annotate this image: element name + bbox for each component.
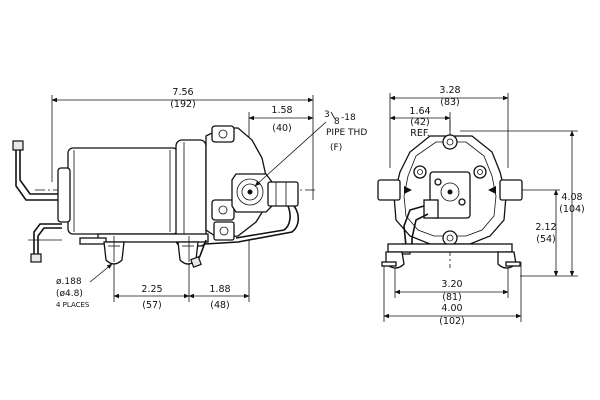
mount-to-port-value: 1.88 <box>209 284 230 295</box>
mount-to-port-mm: (48) <box>210 300 230 311</box>
center-offset-value: 1.64 <box>409 106 430 117</box>
port-offset-mm: (40) <box>272 123 292 134</box>
mount-width-mm: (81) <box>442 292 462 303</box>
center-offset-ref: REF. <box>410 128 430 139</box>
thread-type: (F) <box>330 143 342 153</box>
port-height-value: 2.12 <box>535 222 556 233</box>
center-offset-mm: (42) <box>410 117 430 128</box>
base-width-value: 4.00 <box>441 303 462 314</box>
width-mm: (83) <box>440 97 460 108</box>
mount-width-value: 3.20 <box>441 279 462 290</box>
overall-length-mm: (192) <box>170 99 196 110</box>
mount-spacing-value: 2.25 <box>141 284 162 295</box>
thread-pitch: -18 <box>341 113 356 123</box>
height-value: 4.08 <box>561 192 582 203</box>
thread-fraction-denominator: 8 <box>334 117 340 127</box>
thread-fraction-numerator: 3 <box>324 110 330 120</box>
hole-count: 4 PLACES <box>56 301 90 309</box>
mount-spacing-mm: (57) <box>142 300 162 311</box>
base-width-mm: (102) <box>439 316 465 327</box>
thread-spec: PIPE THD <box>326 128 367 138</box>
port-height-mm: (54) <box>536 234 556 245</box>
side-view: 7.56 (192) 1.58 (40) 3 8 -18 PIPE THD (F… <box>12 87 367 311</box>
height-mm: (104) <box>559 204 585 215</box>
port-offset-value: 1.58 <box>271 105 292 116</box>
hole-diameter: ø.188 <box>56 277 82 287</box>
overall-length-value: 7.56 <box>172 87 193 98</box>
hole-diameter-mm: (ø4.8) <box>56 289 83 299</box>
end-view: 3.28 (83) 1.64 (42) REF. 4.08 (104) 2.12… <box>377 85 585 327</box>
width-value: 3.28 <box>439 85 460 96</box>
